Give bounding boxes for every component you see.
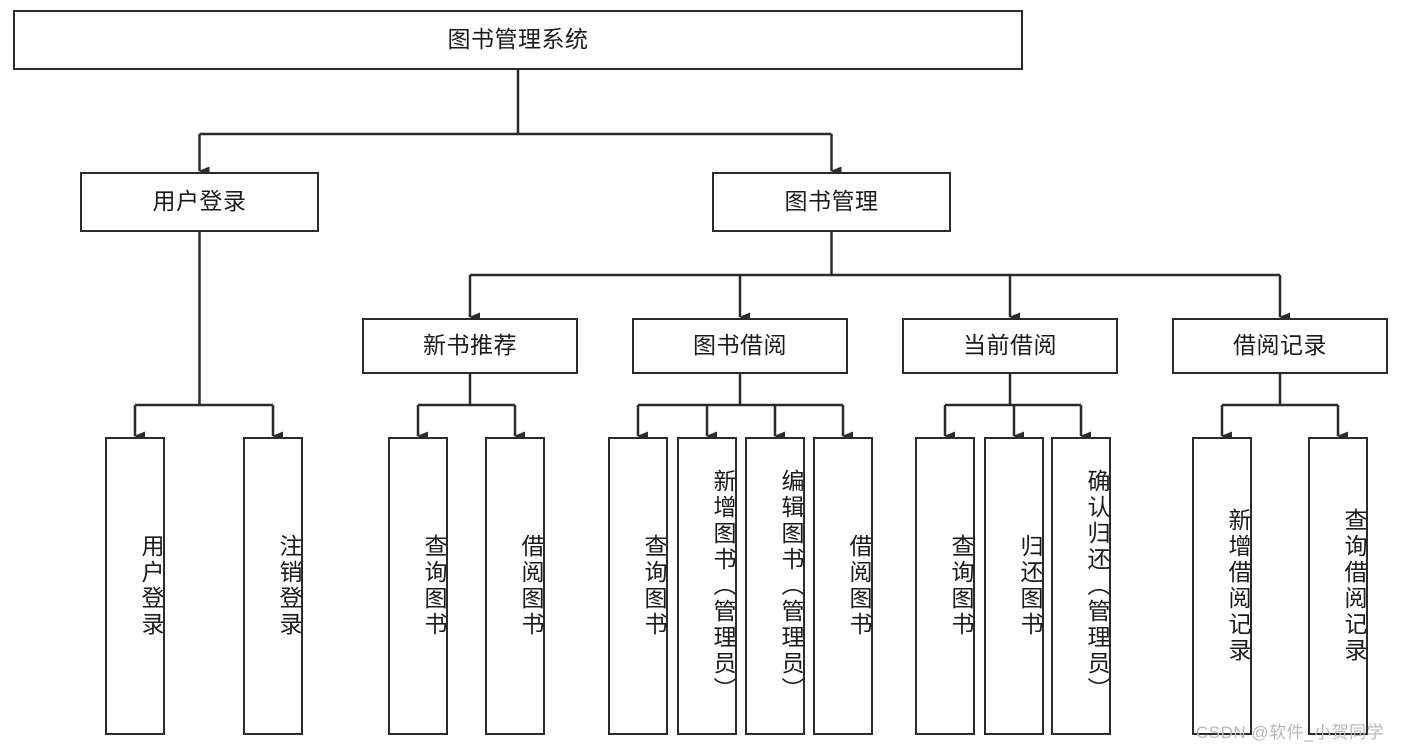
node-label-leaf-user-login: 用户登录 [138,534,164,638]
node-leaf-new-query[interactable]: 查询图书 [388,437,448,735]
node-label-record: 借阅记录 [1233,332,1327,359]
node-leaf-borrow-query[interactable]: 查询图书 [608,437,668,735]
node-bookmgmt[interactable]: 图书管理 [712,172,951,232]
node-borrow[interactable]: 图书借阅 [632,318,848,374]
node-label-bookmgmt: 图书管理 [784,188,879,215]
node-leaf-borrow-add[interactable]: 新增图书（管理员） [677,437,737,735]
node-label-leaf-user-logout: 注销登录 [276,534,302,638]
node-leaf-user-logout[interactable]: 注销登录 [243,437,303,735]
node-leaf-borrow-lend[interactable]: 借阅图书 [813,437,873,735]
node-current[interactable]: 当前借阅 [902,318,1118,374]
node-label-newbook: 新书推荐 [423,332,517,359]
node-leaf-borrow-edit[interactable]: 编辑图书（管理员） [745,437,805,735]
node-label-current: 当前借阅 [963,332,1057,359]
node-newbook[interactable]: 新书推荐 [362,318,578,374]
node-leaf-new-borrow[interactable]: 借阅图书 [485,437,545,735]
csdn-watermark: CSDN @软件_小贺同学 [1196,723,1385,742]
node-leaf-current-return[interactable]: 归还图书 [984,437,1044,735]
node-label-leaf-borrow-edit: 编辑图书（管理员） [778,469,804,703]
node-root[interactable]: 图书管理系统 [13,10,1023,70]
node-label-leaf-borrow-query: 查询图书 [641,534,667,638]
node-label-leaf-borrow-add: 新增图书（管理员） [710,469,736,703]
node-login[interactable]: 用户登录 [80,172,319,232]
node-label-leaf-current-confirm: 确认归还（管理员） [1084,469,1110,703]
node-label-leaf-current-return: 归还图书 [1017,534,1043,638]
node-leaf-record-query[interactable]: 查询借阅记录 [1308,437,1368,735]
node-label-root: 图书管理系统 [447,26,589,53]
node-label-leaf-current-query: 查询图书 [948,534,974,638]
node-leaf-current-confirm[interactable]: 确认归还（管理员） [1051,437,1111,735]
node-leaf-current-query[interactable]: 查询图书 [915,437,975,735]
node-record[interactable]: 借阅记录 [1172,318,1388,374]
node-leaf-user-login[interactable]: 用户登录 [105,437,165,735]
node-leaf-record-add[interactable]: 新增借阅记录 [1192,437,1252,735]
node-label-leaf-new-borrow: 借阅图书 [518,534,544,638]
node-label-leaf-record-add: 新增借阅记录 [1225,508,1251,664]
node-label-leaf-new-query: 查询图书 [421,534,447,638]
node-label-login: 用户登录 [152,188,247,215]
node-label-leaf-record-query: 查询借阅记录 [1341,508,1367,664]
node-label-leaf-borrow-lend: 借阅图书 [846,534,872,638]
node-label-borrow: 图书借阅 [693,332,787,359]
